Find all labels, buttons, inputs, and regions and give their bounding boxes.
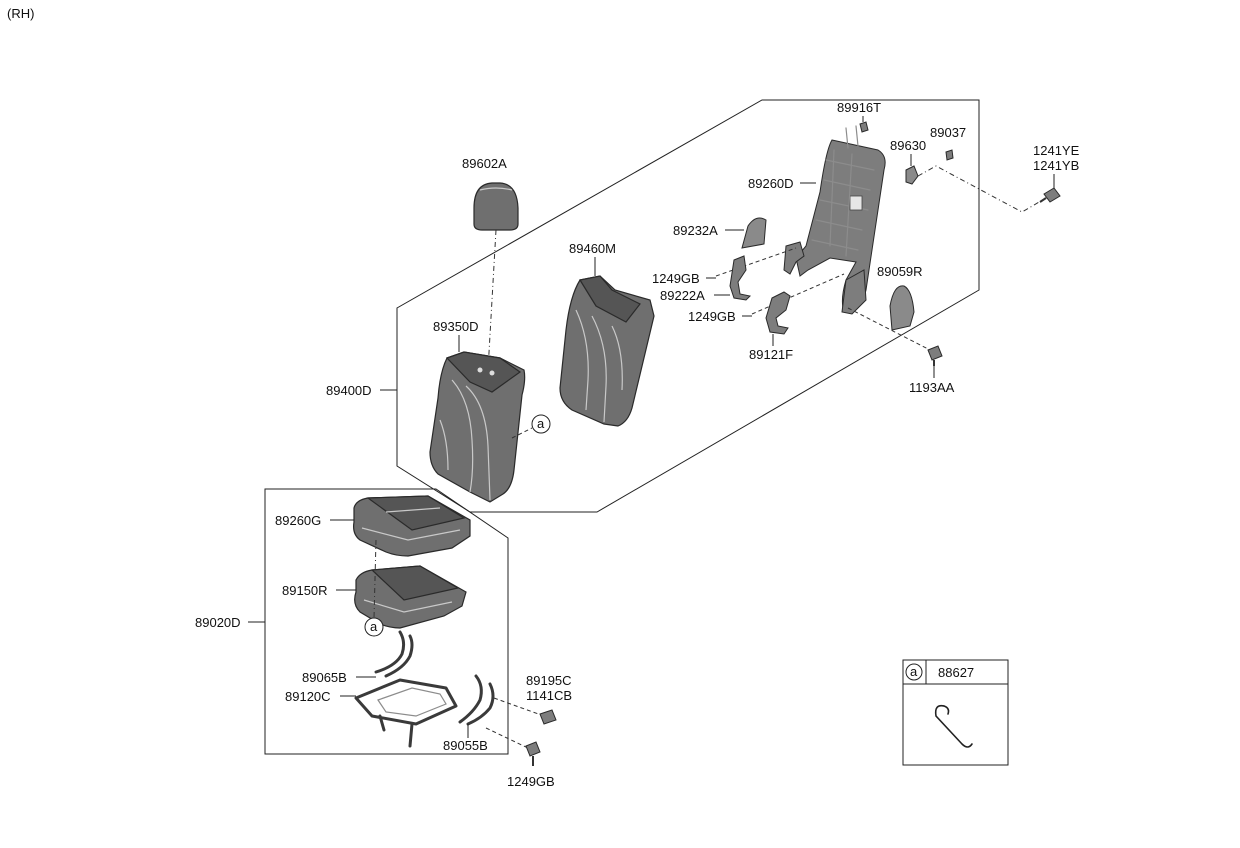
latch-89630[interactable] <box>905 165 919 185</box>
label-89350D: 89350D <box>433 319 479 334</box>
bolt-1249GB-c[interactable] <box>525 741 541 766</box>
cushion-frame-89120C[interactable] <box>354 678 458 748</box>
label-89121F: 89121F <box>749 347 793 362</box>
svg-text:a: a <box>537 416 545 431</box>
label-89055B: 89055B <box>443 738 488 753</box>
wire-89065B[interactable] <box>374 630 414 678</box>
label-89065B: 89065B <box>302 670 347 685</box>
headrest-89602A[interactable] <box>473 182 519 231</box>
legend-marker-text: a <box>910 664 918 679</box>
bolt-1193AA[interactable] <box>927 345 943 366</box>
label-89222A: 89222A <box>660 288 705 303</box>
label-89059R: 89059R <box>877 264 923 279</box>
bolt-1241YE[interactable] <box>1039 187 1061 203</box>
bolt-89195C[interactable] <box>539 709 557 725</box>
label-89232A: 89232A <box>673 223 718 238</box>
clip-89916T[interactable] <box>859 121 869 133</box>
label-89020D: 89020D <box>195 615 241 630</box>
label-89037: 89037 <box>930 125 966 140</box>
svg-text:a: a <box>370 619 378 634</box>
seat-back-assembly-frame <box>396 99 980 513</box>
label-1241YB: 1241YB <box>1033 158 1079 173</box>
seat-back-frame-89260D[interactable] <box>783 139 886 315</box>
reference-marker-a-back <box>531 414 551 434</box>
label-89630: 89630 <box>890 138 926 153</box>
label-89400D: 89400D <box>326 383 372 398</box>
cover-89232A[interactable] <box>741 217 767 249</box>
side-cover-89059R[interactable] <box>889 285 915 331</box>
seat-back-cushion-89350D[interactable] <box>429 351 526 503</box>
seat-cushion-cover-89260G[interactable] <box>353 495 471 557</box>
bracket-89121F[interactable] <box>765 291 791 335</box>
label-89150R: 89150R <box>282 583 328 598</box>
seat-cushion-pad-89150R[interactable] <box>354 565 467 629</box>
label-1249GB-a: 1249GB <box>652 271 700 286</box>
bracket-89222A[interactable] <box>729 255 752 301</box>
legend-part-number: 88627 <box>938 665 974 680</box>
label-1193AA: 1193AA <box>909 380 955 395</box>
legend-marker <box>905 663 923 681</box>
wire-clip-88627[interactable] <box>934 704 973 748</box>
seat-back-cover-89460M[interactable] <box>559 275 655 427</box>
label-1241YE: 1241YE <box>1033 143 1080 158</box>
label-1141CB: 1141CB <box>526 688 572 703</box>
label-89260D: 89260D <box>748 176 794 191</box>
label-89120C: 89120C <box>285 689 331 704</box>
clip-89037[interactable] <box>945 149 954 161</box>
label-89260G: 89260G <box>275 513 321 528</box>
label-89602A: 89602A <box>462 156 507 171</box>
seat-cushion-assembly-frame <box>264 488 509 755</box>
label-1249GB-b: 1249GB <box>688 309 736 324</box>
reference-marker-a-cushion <box>364 617 384 637</box>
wire-89055B[interactable] <box>458 674 495 726</box>
label-1249GB-c: 1249GB <box>507 774 555 789</box>
side-indicator: (RH) <box>7 6 34 21</box>
legend-box <box>902 659 1009 766</box>
label-89460M: 89460M <box>569 241 616 256</box>
label-89916T: 89916T <box>837 100 881 115</box>
label-89195C: 89195C <box>526 673 572 688</box>
